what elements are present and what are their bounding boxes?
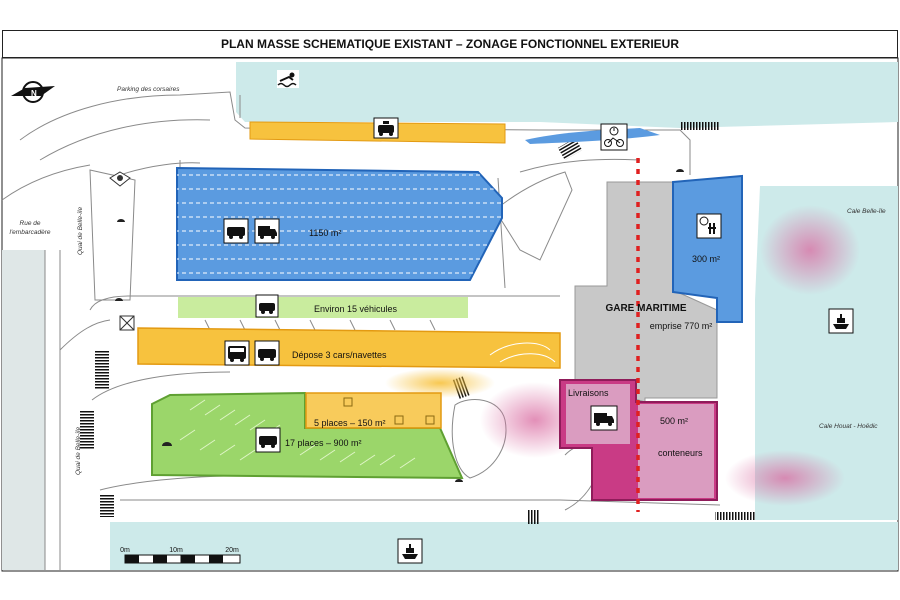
label-cale-belle-ile: Cale Belle-île [847,208,886,215]
yellow-glow [385,368,495,398]
pink-glow-right [760,205,860,295]
blue-300-zone [672,174,743,323]
swimmer-icon [277,70,299,88]
label-green-places: 17 places – 900 m² [285,438,362,448]
label-quai-belle-ile-bottom: Quai de Belle-île [75,427,82,475]
bike-clock-icon [600,123,628,151]
label-conteneurs: conteneurs [658,448,703,458]
depose-markings [489,342,556,363]
car-icon [223,218,249,244]
scale-label-0: 0m [120,547,130,554]
label-blue-area: 1150 m² [309,228,341,238]
car-icon [255,427,281,453]
scale-label-20: 20m [225,547,239,554]
label-gare-emprise: emprise 770 m² [650,321,713,331]
map-title: PLAN MASSE SCHEMATIQUE EXISTANT – ZONAGE… [2,30,898,58]
ferry-icon [828,308,854,334]
small-markers [115,169,684,482]
pink-conteneurs-box [638,404,714,498]
svg-text:N: N [31,89,37,98]
ferry-icon [397,538,423,564]
scale-bar [124,554,241,564]
label-pink-area: 500 m² [660,416,688,426]
label-rue-embarcadere-1: Rue de [20,220,41,227]
scale-label-10: 10m [169,547,183,554]
truck-icon [590,405,618,431]
car-icon [255,294,279,318]
small-sign-icons [343,397,435,425]
blue-parking-markings [177,168,502,280]
label-green-strip: Environ 15 véhicules [314,304,398,314]
label-cale-houat: Cale Houat - Hoëdic [819,423,878,430]
bus-icon [224,340,250,366]
label-rue-embarcadere-2: l'embarcadère [10,229,51,236]
person-clock-icon [696,213,722,239]
label-depose: Dépose 3 cars/navettes [292,350,387,360]
label-gare-maritime: GARE MARITIME [605,303,686,314]
truck-icon [254,218,280,244]
label-parking-corsaires: Parking des corsaires [117,86,180,93]
pink-glow-bottom [725,450,845,506]
label-orange-places: 5 places – 150 m² [314,418,386,428]
compass-icon: N [11,81,55,103]
road-outlines [1,91,721,570]
label-quai-belle-ile-top: Quai de Belle-île [77,207,84,255]
car-icon [254,340,280,366]
orange-places-zone [305,392,442,429]
green-strip [178,297,468,318]
label-blue-right-area: 300 m² [692,254,720,264]
taxi-icon [373,117,399,139]
label-livraisons: Livraisons [568,388,609,398]
